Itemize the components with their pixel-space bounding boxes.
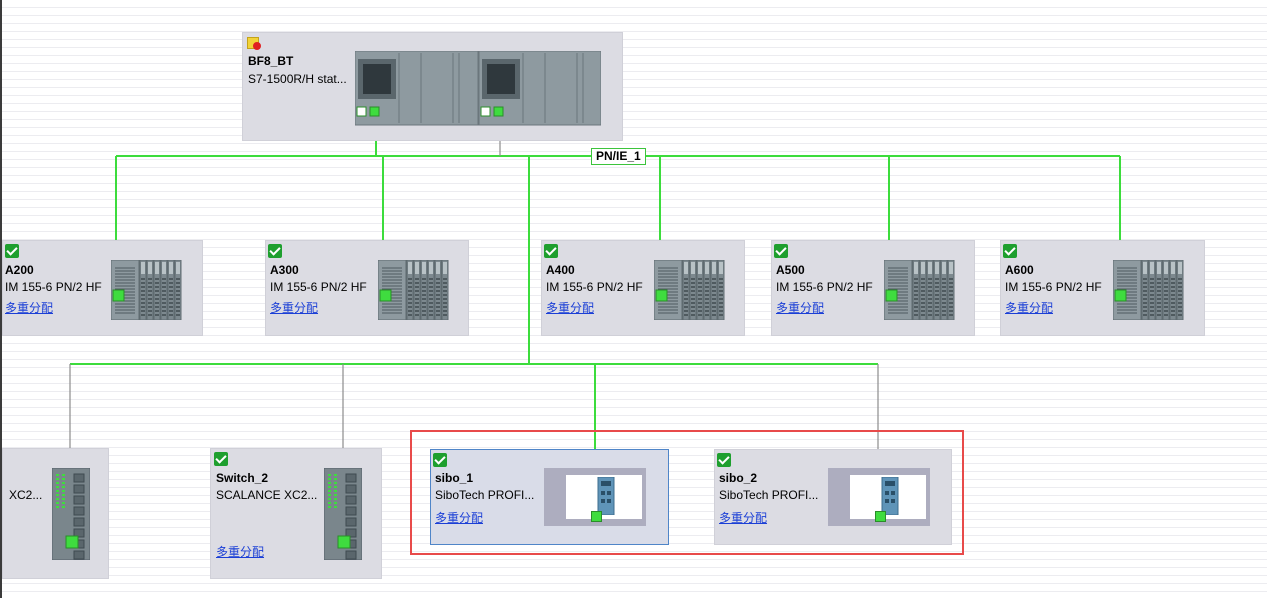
device-type: SCALANCE XC2... bbox=[216, 488, 318, 502]
multi-assignment-link[interactable]: 多重分配 bbox=[435, 511, 484, 525]
device-name: A500 bbox=[776, 263, 805, 277]
switch-device-1[interactable]: XC2... bbox=[2, 448, 109, 579]
check-icon bbox=[774, 244, 788, 258]
port-icon bbox=[875, 511, 886, 522]
plc-device[interactable]: BF8_BT S7-1500R/H stat... bbox=[242, 32, 623, 141]
check-icon bbox=[433, 453, 447, 467]
multi-assignment-link[interactable]: 多重分配 bbox=[216, 545, 265, 559]
sibo-device-2[interactable]: sibo_2 SiboTech PROFI... 多重分配 bbox=[714, 449, 952, 545]
multi-assignment-link[interactable]: 多重分配 bbox=[270, 301, 319, 315]
device-name: sibo_1 bbox=[435, 471, 474, 485]
multi-assignment-link[interactable]: 多重分配 bbox=[719, 511, 768, 525]
highlight-rectangle bbox=[410, 430, 964, 555]
io-device-a400[interactable]: A400 IM 155-6 PN/2 HF 多重分配 bbox=[541, 240, 745, 336]
plc-type: S7-1500R/H stat... bbox=[248, 72, 347, 86]
multi-assignment-link[interactable]: 多重分配 bbox=[546, 301, 595, 315]
canvas-left-border bbox=[0, 0, 2, 598]
et200sp-module-icon bbox=[654, 260, 725, 320]
check-icon bbox=[5, 244, 19, 258]
io-device-a600[interactable]: A600 IM 155-6 PN/2 HF 多重分配 bbox=[1000, 240, 1205, 336]
et200sp-module-icon bbox=[1113, 260, 1184, 320]
device-name: Switch_2 bbox=[216, 471, 269, 485]
plc-rack-icon bbox=[355, 51, 601, 126]
et200sp-module-icon bbox=[884, 260, 955, 320]
port-icon bbox=[591, 511, 602, 522]
device-name: sibo_2 bbox=[719, 471, 758, 485]
scalance-switch-icon bbox=[324, 468, 362, 560]
et200sp-module-icon bbox=[378, 260, 449, 320]
network-label[interactable]: PN/IE_1 bbox=[591, 148, 646, 165]
warning-error-icon bbox=[247, 37, 261, 51]
switch-device-2[interactable]: Switch_2 SCALANCE XC2... 多重分配 bbox=[210, 448, 382, 579]
device-type: IM 155-6 PN/2 HF bbox=[270, 280, 367, 294]
check-icon bbox=[214, 452, 228, 466]
io-device-a500[interactable]: A500 IM 155-6 PN/2 HF 多重分配 bbox=[771, 240, 975, 336]
plc-name: BF8_BT bbox=[248, 54, 294, 68]
device-type: IM 155-6 PN/2 HF bbox=[1005, 280, 1102, 294]
device-name: A200 bbox=[5, 263, 34, 277]
sibo-device-1[interactable]: sibo_1 SiboTech PROFI... 多重分配 bbox=[430, 449, 669, 545]
device-name: A600 bbox=[1005, 263, 1034, 277]
check-icon bbox=[544, 244, 558, 258]
multi-assignment-link[interactable]: 多重分配 bbox=[5, 301, 54, 315]
device-type: SiboTech PROFI... bbox=[719, 488, 819, 502]
device-type: XC2... bbox=[9, 488, 43, 502]
check-icon bbox=[268, 244, 282, 258]
device-type: IM 155-6 PN/2 HF bbox=[5, 280, 102, 294]
device-name: A400 bbox=[546, 263, 575, 277]
io-device-a300[interactable]: A300 IM 155-6 PN/2 HF 多重分配 bbox=[265, 240, 469, 336]
device-type: IM 155-6 PN/2 HF bbox=[546, 280, 643, 294]
et200sp-module-icon bbox=[111, 260, 182, 320]
gateway-device-icon bbox=[881, 477, 899, 515]
multi-assignment-link[interactable]: 多重分配 bbox=[776, 301, 825, 315]
device-name: A300 bbox=[270, 263, 299, 277]
io-device-a200[interactable]: A200 IM 155-6 PN/2 HF 多重分配 bbox=[2, 240, 203, 336]
check-icon bbox=[1003, 244, 1017, 258]
multi-assignment-link[interactable]: 多重分配 bbox=[1005, 301, 1054, 315]
scalance-switch-icon bbox=[52, 468, 90, 560]
device-type: SiboTech PROFI... bbox=[435, 488, 535, 502]
gateway-device-icon bbox=[597, 477, 615, 515]
check-icon bbox=[717, 453, 731, 467]
device-type: IM 155-6 PN/2 HF bbox=[776, 280, 873, 294]
